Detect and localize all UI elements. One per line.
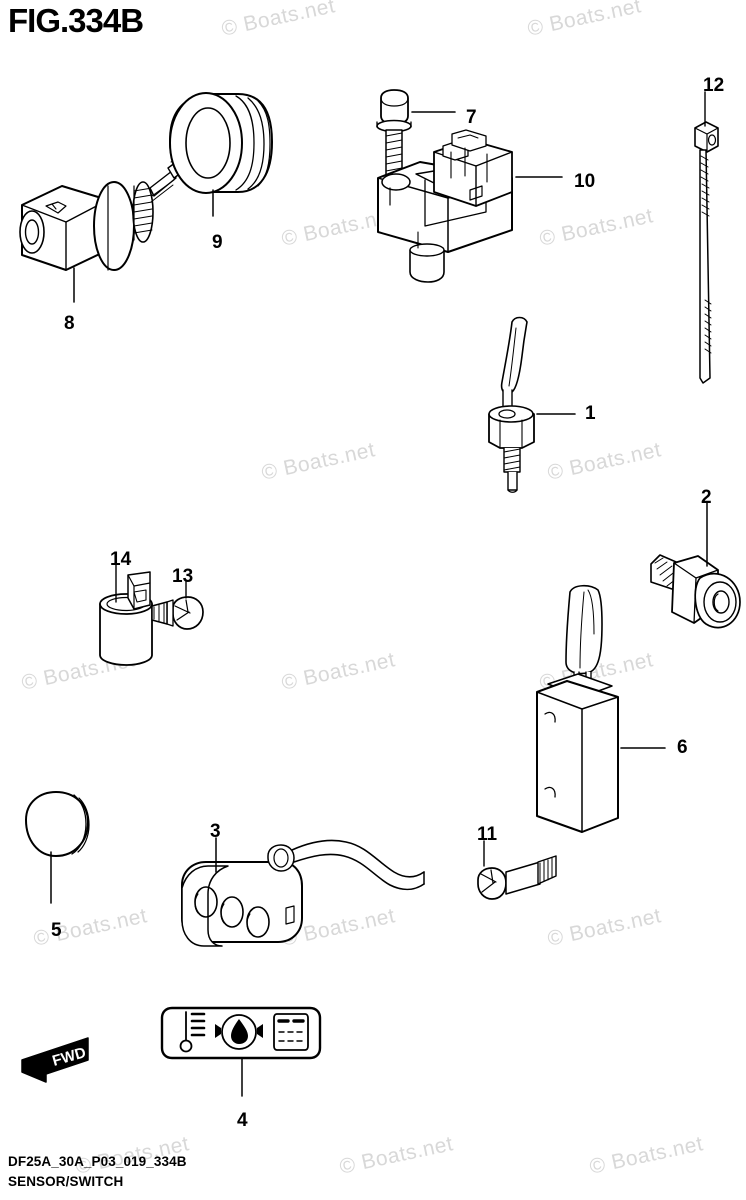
callout-number-4: 4 — [237, 1110, 248, 1131]
part-1-thermo-switch — [488, 316, 576, 493]
fwd-arrow — [21, 1037, 89, 1083]
callout-number-8: 8 — [64, 313, 75, 334]
part-7-hex-flange-bolt — [376, 89, 456, 190]
part-12-cable-tie — [694, 91, 719, 384]
callout-number-12: 12 — [703, 75, 725, 96]
part-2-oil-pressure-switch — [650, 502, 741, 629]
footer-code: DF25A_30A_P03_019_334B — [8, 1154, 187, 1169]
part-14-clamp-holder — [99, 561, 153, 666]
battery-icon — [273, 1013, 309, 1051]
callout-number-5: 5 — [51, 920, 62, 941]
figure-title: FIG.334B — [8, 2, 144, 39]
part-9-rubber-grommet — [169, 92, 273, 217]
part-13-screw — [151, 579, 204, 630]
oil-drop-icon — [215, 1014, 263, 1050]
part-11-flange-bolt — [477, 840, 557, 900]
figure-footer: DF25A_30A_P03_019_334B SENSOR/SWITCH — [8, 1152, 187, 1191]
callout-number-14: 14 — [110, 549, 132, 570]
callout-number-3: 3 — [210, 821, 221, 842]
part-3-three-port-connector — [181, 837, 425, 947]
part-6-sensor-module — [536, 584, 666, 833]
part-4-indicator-label — [160, 1006, 322, 1097]
callout-number-6: 6 — [677, 737, 688, 758]
part-5-cap — [25, 791, 90, 904]
callout-number-13: 13 — [172, 566, 194, 587]
callout-number-1: 1 — [585, 403, 596, 424]
callout-number-7: 7 — [466, 107, 477, 128]
footer-name: SENSOR/SWITCH — [8, 1173, 124, 1189]
callout-number-9: 9 — [212, 232, 223, 253]
part-10-map-sensor — [377, 129, 563, 283]
callout-number-2: 2 — [701, 487, 712, 508]
callout-number-10: 10 — [574, 171, 596, 192]
temperature-icon — [179, 1011, 206, 1053]
callout-number-11: 11 — [477, 824, 498, 845]
